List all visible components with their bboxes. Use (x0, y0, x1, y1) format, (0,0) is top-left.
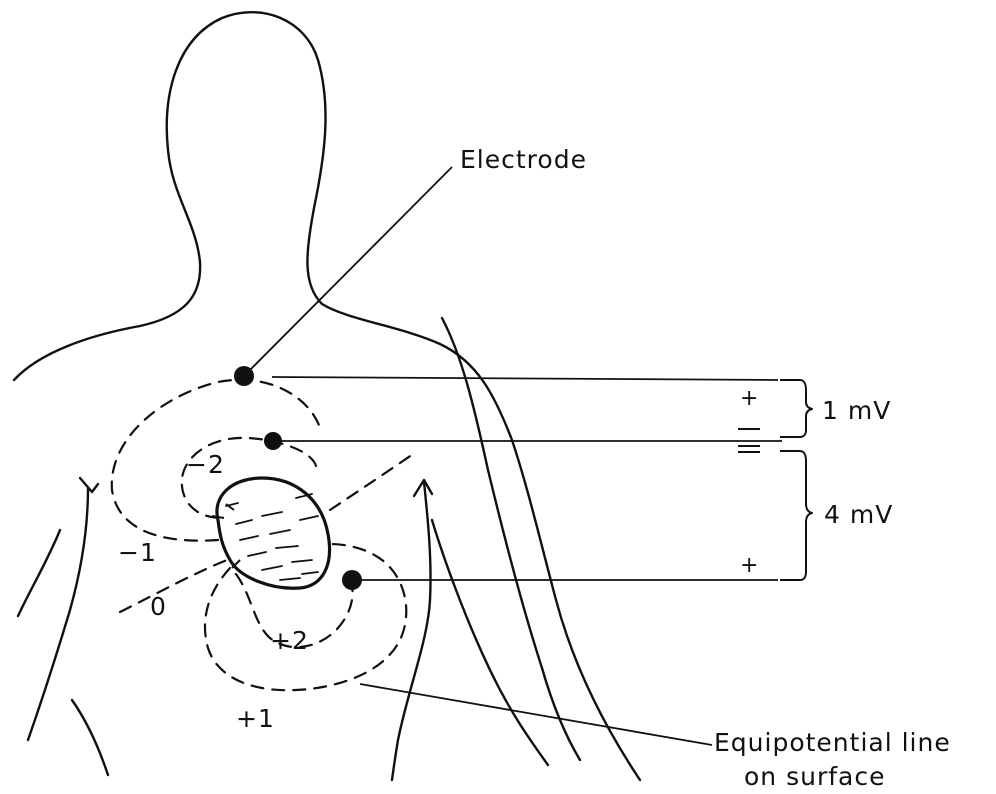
body-outline (14, 12, 640, 780)
polarity-lower-plus: + (740, 555, 759, 577)
torso-left-side (28, 488, 88, 740)
bracket-4mv (780, 451, 812, 580)
equipotential-line-zero (120, 452, 416, 612)
heart-hatching (226, 494, 318, 580)
potential-label-plus-one: +1 (236, 706, 275, 731)
equipotential-leader-line (360, 684, 712, 745)
potential-label-zero: 0 (150, 594, 167, 619)
electrode-leader-line (244, 167, 452, 376)
equipotential-lines (112, 380, 416, 690)
equipotential-label-line2: on surface (714, 760, 951, 794)
leader-lines (244, 167, 782, 745)
voltage-brackets (780, 380, 812, 580)
left-arm-line (18, 530, 60, 616)
torso-left-notch (80, 478, 98, 492)
torso-right-notch (414, 480, 432, 496)
voltage-label-1mv: 1 mV (822, 398, 891, 423)
torso-left-bottom (72, 700, 108, 775)
potential-label-minus-two: −2 (186, 452, 225, 477)
equipotential-label-line1: Equipotential line (714, 728, 951, 757)
wire-top (272, 377, 778, 380)
voltage-label-4mv: 4 mV (824, 502, 893, 527)
polarity-upper-plus: + (740, 388, 759, 410)
potential-label-plus-two: +2 (270, 628, 309, 653)
electrode-label: Electrode (460, 147, 587, 172)
bracket-1mv (780, 380, 812, 437)
flank-line (432, 520, 548, 765)
potential-label-minus-one: −1 (118, 540, 157, 565)
equipotential-line-label: Equipotential line on surface (714, 726, 951, 794)
torso-right-side (392, 482, 431, 780)
arm-inner-line (442, 318, 580, 760)
